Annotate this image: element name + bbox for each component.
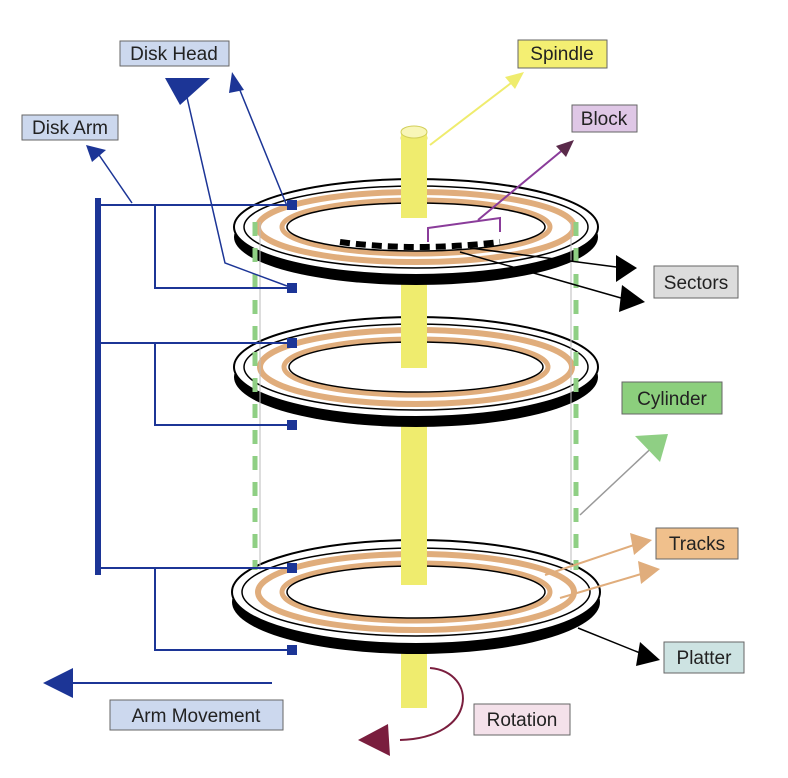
cylinder-arrowhead (635, 434, 668, 462)
svg-text:Spindle: Spindle (530, 44, 593, 65)
platter-leader (577, 627, 646, 656)
label-disk-arm: Disk Arm (21, 114, 119, 141)
svg-text:Cylinder: Cylinder (637, 389, 707, 410)
svg-text:Platter: Platter (677, 648, 733, 669)
sector-dashes (339, 239, 501, 250)
sectors-arrowhead (616, 255, 637, 282)
disk-head-arrowhead (229, 72, 244, 93)
label-rotation: Rotation (473, 703, 571, 736)
rotation-arrow (399, 667, 464, 741)
spindle-segment (401, 440, 427, 585)
spindle-leader (429, 79, 516, 146)
svg-text:Arm Movement: Arm Movement (132, 706, 262, 727)
disk-arm (95, 198, 292, 651)
cylinder-thin-lines (259, 222, 572, 570)
cylinder-lines (252, 222, 579, 570)
spindle-segment (401, 298, 427, 368)
rotation-arrowhead (358, 724, 390, 756)
label-tracks: Tracks (655, 527, 739, 560)
spindle-segment (401, 658, 427, 706)
label-spindle: Spindle (517, 39, 608, 69)
disk-head-leader (185, 92, 288, 287)
svg-text:Disk Head: Disk Head (130, 44, 218, 65)
svg-text:Block: Block (581, 109, 628, 130)
tracks-leaders (544, 542, 649, 599)
spindle-arrowhead (505, 72, 524, 89)
label-platter: Platter (663, 641, 745, 674)
disk-arm-leader (96, 151, 133, 204)
svg-text:Tracks: Tracks (669, 534, 725, 555)
svg-text:Sectors: Sectors (664, 273, 728, 294)
label-disk-head: Disk Head (119, 40, 230, 67)
spindle-cap (400, 125, 428, 139)
tracks-arrowhead (638, 561, 660, 584)
svg-text:Rotation: Rotation (487, 710, 558, 731)
disk-head-arrowhead (165, 78, 210, 105)
disk-head-leader (236, 82, 288, 207)
platter-bottom (231, 539, 601, 654)
sectors-arrowhead (619, 285, 645, 312)
arm-movement-arrowhead (43, 668, 73, 698)
spindle-segment (401, 130, 427, 218)
tracks-arrowhead (630, 533, 652, 555)
disk-arm-arrowhead (86, 145, 106, 162)
cylinder-leader (579, 439, 661, 516)
label-cylinder: Cylinder (621, 381, 723, 415)
sectors-leaders (459, 247, 629, 301)
label-block: Block (571, 104, 638, 133)
label-arm-movement: Arm Movement (109, 699, 284, 731)
platter-arrowhead (636, 642, 660, 666)
block-bracket (427, 147, 566, 242)
block-arrowhead (556, 140, 574, 157)
disk-heads (287, 200, 297, 655)
svg-text:Disk Arm: Disk Arm (32, 118, 108, 139)
label-sectors: Sectors (653, 265, 739, 299)
